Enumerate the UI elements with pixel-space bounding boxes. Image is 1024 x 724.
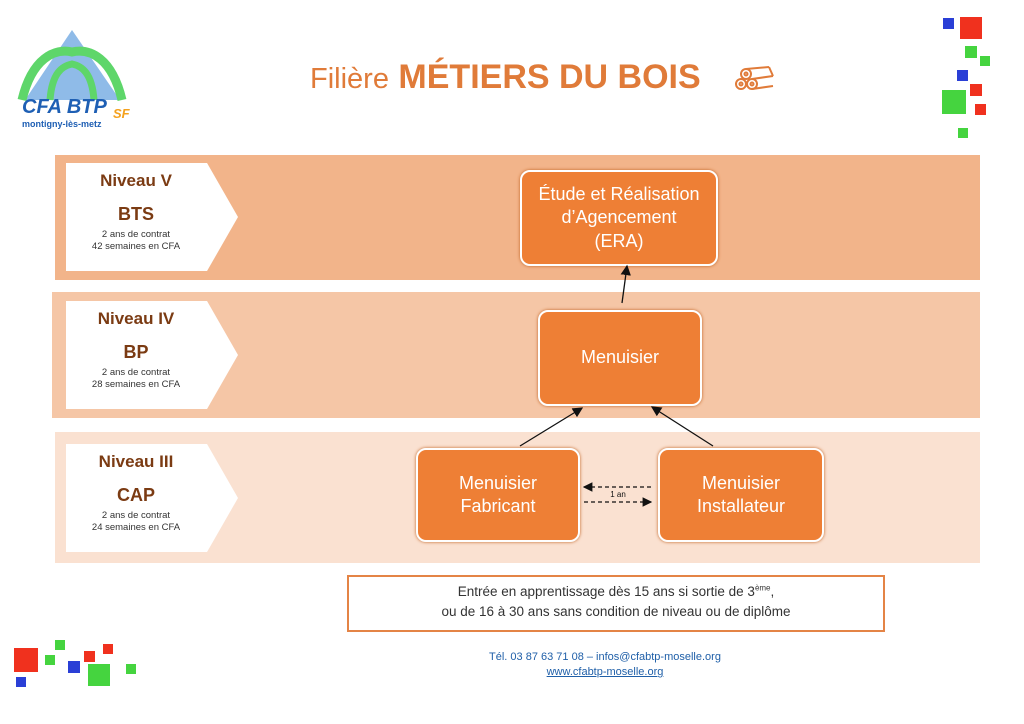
arrow-menuisier-to-era bbox=[620, 264, 631, 304]
contract-duration: 2 ans de contrat bbox=[101, 510, 171, 521]
arrow-installateur-to-menuisier bbox=[650, 406, 714, 447]
level-tag-4: Niveau IV BP 2 ans de contrat 28 semaine… bbox=[66, 301, 238, 409]
job-line: Menuisier bbox=[701, 472, 781, 493]
decor-square bbox=[88, 664, 110, 686]
job-box-menuisier-fabricant: Menuisier Fabricant bbox=[416, 448, 580, 542]
contact-info: Tél. 03 87 63 71 08 – infos@cfabtp-mosel… bbox=[420, 650, 790, 681]
logo-suffix: SF bbox=[113, 106, 130, 121]
logo: CFA BTP montigny-lès-metz SF bbox=[10, 28, 135, 133]
job-box-menuisier: Menuisier bbox=[538, 310, 702, 406]
decor-square bbox=[55, 640, 65, 650]
wood-logs-icon bbox=[735, 66, 774, 90]
decor-square bbox=[970, 84, 982, 96]
decor-square bbox=[980, 56, 990, 66]
level-tag-3: Niveau III CAP 2 ans de contrat 24 semai… bbox=[66, 444, 238, 552]
job-line: d’Agencement bbox=[561, 207, 677, 228]
page-title: Filière MÉTIERS DU BOIS bbox=[310, 58, 701, 97]
job-line: Installateur bbox=[696, 496, 786, 516]
decor-square bbox=[14, 648, 38, 672]
contract-duration: 2 ans de contrat bbox=[101, 367, 171, 378]
decor-square bbox=[45, 655, 55, 665]
decor-square bbox=[126, 664, 136, 674]
level-name: Niveau III bbox=[98, 452, 174, 471]
note-line-1: Entrée en apprentissage dès 15 ans si so… bbox=[457, 583, 775, 600]
level-name: Niveau IV bbox=[97, 309, 175, 328]
decor-square bbox=[957, 70, 968, 81]
transition-label: 1 an bbox=[610, 490, 626, 499]
admission-note: Entrée en apprentissage dès 15 ans si so… bbox=[347, 575, 885, 632]
decor-square bbox=[942, 90, 966, 114]
note-line-2: ou de 16 à 30 ans sans condition de nive… bbox=[441, 603, 791, 619]
diploma-name: BTS bbox=[118, 204, 154, 224]
job-line: Menuisier bbox=[580, 347, 660, 368]
level-tag-5: Niveau V BTS 2 ans de contrat 42 semaine… bbox=[66, 163, 238, 271]
logo-graphic bbox=[17, 30, 127, 102]
decor-square bbox=[84, 651, 95, 662]
cfa-weeks: 42 semaines en CFA bbox=[91, 241, 181, 252]
job-line: Étude et Réalisation bbox=[538, 183, 700, 204]
cfa-weeks: 28 semaines en CFA bbox=[91, 379, 181, 390]
website-link[interactable]: www.cfabtp-moselle.org bbox=[546, 666, 664, 679]
cfa-weeks: 24 semaines en CFA bbox=[91, 522, 181, 533]
job-box-menuisier-installateur: Menuisier Installateur bbox=[658, 448, 824, 542]
decor-square bbox=[965, 46, 977, 58]
decor-square bbox=[960, 17, 982, 39]
decor-square bbox=[975, 104, 986, 115]
job-line: (ERA) bbox=[594, 230, 644, 251]
decor-square bbox=[943, 18, 954, 29]
decor-square bbox=[103, 644, 113, 654]
logo-text: CFA BTP bbox=[22, 96, 107, 118]
job-box-era: Étude et Réalisation d’Agencement (ERA) bbox=[520, 170, 718, 266]
decor-square bbox=[68, 661, 80, 673]
title-main: MÉTIERS DU BOIS bbox=[398, 58, 701, 96]
arrow-fabricant-to-menuisier bbox=[519, 407, 584, 447]
decor-square bbox=[958, 128, 968, 138]
contract-duration: 2 ans de contrat bbox=[101, 229, 171, 240]
title-prefix: Filière bbox=[310, 63, 389, 95]
decor-square bbox=[16, 677, 26, 687]
diploma-name: CAP bbox=[116, 485, 155, 505]
contact-line: Tél. 03 87 63 71 08 – infos@cfabtp-mosel… bbox=[489, 651, 721, 663]
logo-subtext: montigny-lès-metz bbox=[22, 119, 102, 129]
job-line: Fabricant bbox=[460, 496, 536, 516]
diploma-name: BP bbox=[123, 342, 149, 362]
job-line: Menuisier bbox=[458, 472, 538, 493]
level-name: Niveau V bbox=[100, 171, 172, 190]
